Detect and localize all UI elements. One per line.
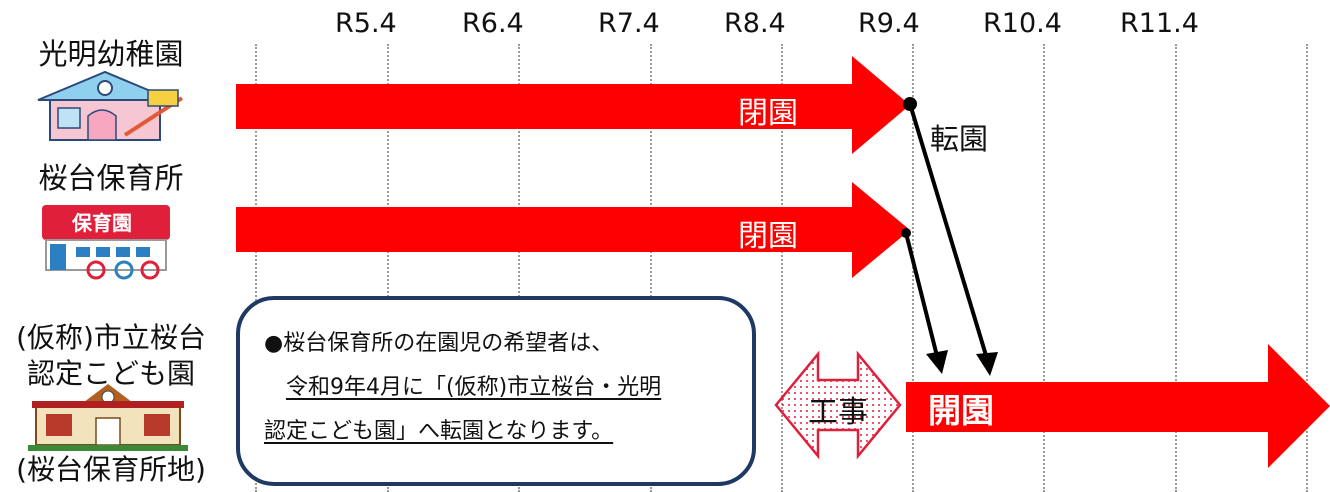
tick-r10-4: R10.4 xyxy=(983,8,1062,39)
sakuradai-nursery-label: 桜台保育所 xyxy=(38,161,184,195)
gridline xyxy=(1175,44,1177,492)
kodomoen-building-icon xyxy=(28,384,188,451)
tick-r8-4: R8.4 xyxy=(724,8,786,39)
construction-double-arrow xyxy=(774,350,902,460)
nursery-sign-text: 保育園 xyxy=(72,211,132,235)
tick-r9-4: R9.4 xyxy=(858,8,920,39)
kodomoen-label-line1: (仮称)市立桜台 xyxy=(16,321,206,354)
tick-r6-4: R6.4 xyxy=(462,8,524,39)
note-line-3: 認定こども園」へ転園となります。 xyxy=(264,419,614,444)
closing-label-sakuradai: 閉園 xyxy=(738,219,798,254)
closing-label-komei: 閉園 xyxy=(738,96,798,131)
tick-r5-4: R5.4 xyxy=(335,8,397,39)
construction-label: 工事 xyxy=(808,395,868,430)
gridline xyxy=(1043,44,1045,492)
kodomoen-label-line2: 認定こども園 xyxy=(26,357,195,390)
gridline xyxy=(1306,44,1308,492)
closing-arrow-sakuradai xyxy=(236,182,910,278)
transfer-arrows xyxy=(901,97,998,376)
kodomoen-label-line3: (桜台保育所地) xyxy=(16,453,206,486)
closing-arrow-komei xyxy=(236,56,910,154)
transfer-label: 転園 xyxy=(930,122,989,156)
note-box: ●桜台保育所の在園児の希望者は、 令和9年4月に「(仮称)市立桜台・光明 認定こ… xyxy=(236,296,756,486)
tick-r11-4: R11.4 xyxy=(1120,8,1199,39)
opening-arrow-kodomoen xyxy=(906,344,1330,468)
gridline xyxy=(781,44,783,492)
tick-r7-4: R7.4 xyxy=(598,8,660,39)
komei-kindergarten-label: 光明幼稚園 xyxy=(38,37,184,71)
kindergarten-building-icon xyxy=(37,70,184,141)
gridline xyxy=(387,44,389,492)
gridline xyxy=(650,44,652,492)
nursery-building-icon xyxy=(42,205,170,280)
note-line-1: ●桜台保育所の在園児の希望者は、 xyxy=(264,331,614,356)
gridline xyxy=(255,44,257,492)
note-line-2: 令和9年4月に「(仮称)市立桜台・光明 xyxy=(286,375,662,400)
opening-label-kodomoen: 開園 xyxy=(928,391,994,430)
gridline xyxy=(518,44,520,492)
